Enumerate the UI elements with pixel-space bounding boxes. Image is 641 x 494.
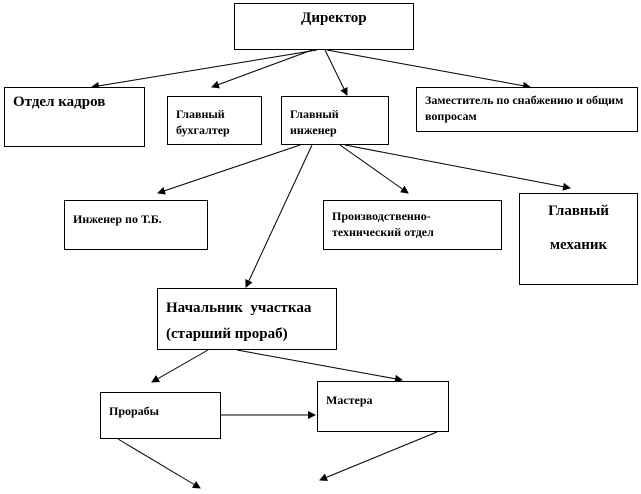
arrow-director-chief-engineer xyxy=(324,49,348,96)
node-pto: Производственно-технический отдел xyxy=(323,200,502,250)
arrow-ce-site-head xyxy=(245,144,313,288)
site-head-line-2: (старший прораб) xyxy=(166,326,288,342)
node-hr: Отдел кадров xyxy=(4,87,145,147)
node-accountant: Главный бухгалтер xyxy=(167,96,262,145)
site-head-line-1: Начальник участкаа xyxy=(166,300,312,316)
node-chief-mechanic: Главный механик xyxy=(519,193,638,285)
node-safety-engineer: Инженер по Т.Б. xyxy=(64,200,208,250)
node-foremen: Прорабы xyxy=(100,392,221,439)
arrow-ce-safety xyxy=(157,144,301,195)
arrow-masters-down xyxy=(319,431,438,482)
node-site-head: Начальник участкаа (старший прораб) xyxy=(157,288,337,350)
arrow-foremen-down xyxy=(117,438,201,489)
arrow-director-deputy xyxy=(326,49,531,90)
arrow-ce-mechanic xyxy=(344,144,571,191)
arrow-director-hr xyxy=(91,49,318,90)
node-director: Директор xyxy=(234,3,414,50)
node-chief-engineer: Главный инженер xyxy=(281,96,389,145)
node-masters: Мастера xyxy=(317,381,449,432)
arrow-head-masters xyxy=(236,349,403,383)
arrow-ce-pto xyxy=(339,144,409,194)
arrow-director-accountant xyxy=(211,49,313,89)
node-deputy: Заместитель по снабжению и общим вопроса… xyxy=(416,87,638,132)
arrow-head-foremen xyxy=(151,349,209,383)
